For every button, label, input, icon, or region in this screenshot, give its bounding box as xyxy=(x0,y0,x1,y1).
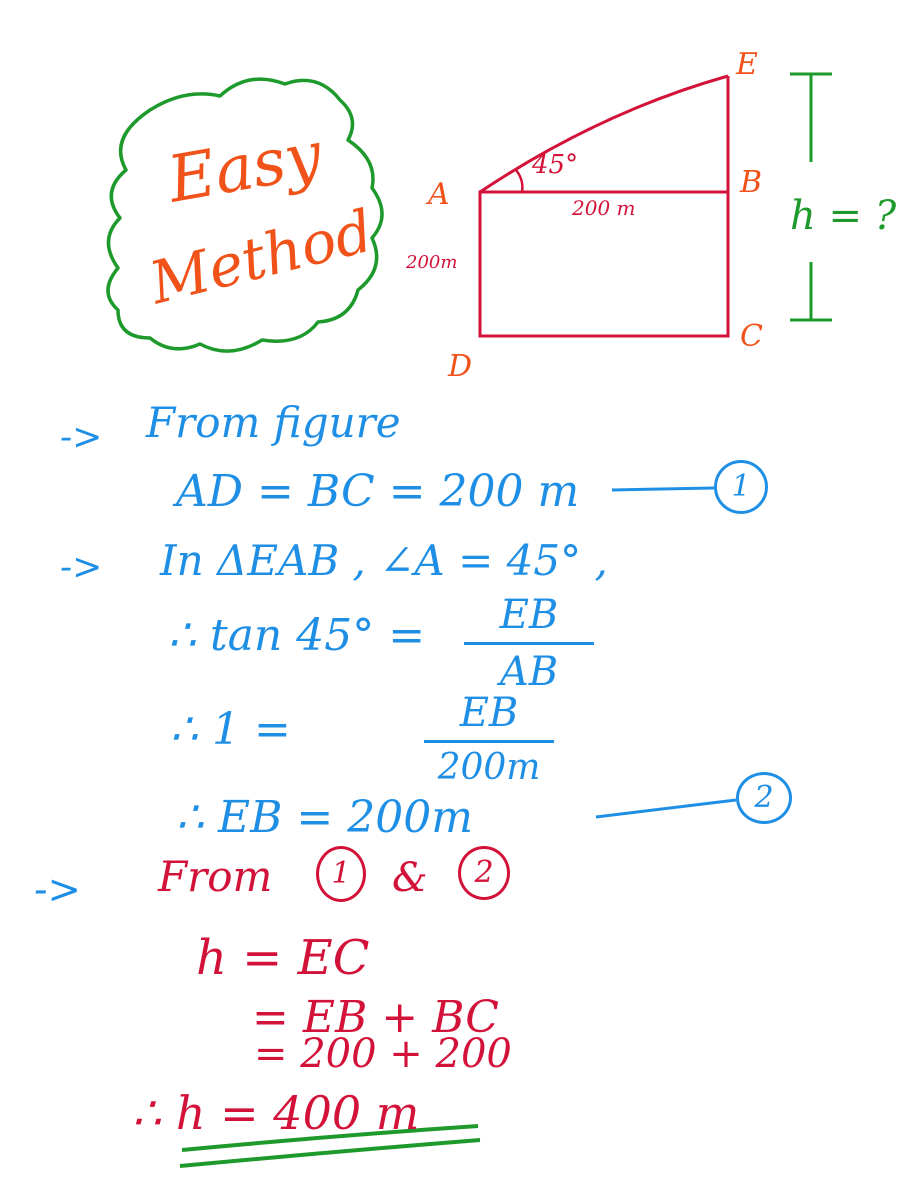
rectangle-abcd xyxy=(478,190,730,338)
tan-fraction: EB AB xyxy=(464,592,594,695)
point-label-b: B xyxy=(740,165,763,200)
one-fraction-bar xyxy=(424,740,554,743)
result-line-3: = 200 + 200 xyxy=(254,1031,512,1077)
final-answer: ∴ h = 400 m xyxy=(132,1086,420,1140)
ref-circle-step3-1: 1 xyxy=(316,846,366,902)
answer-underline-1 xyxy=(181,1124,479,1152)
tan-numerator: EB xyxy=(499,592,559,638)
ref-line-2 xyxy=(595,798,737,819)
step1-equation: AD = BC = 200 m xyxy=(176,466,580,517)
result-line-1: h = EC xyxy=(196,930,370,986)
height-label: h = ? xyxy=(790,193,897,239)
step3-ampersand: & xyxy=(392,855,428,901)
ab-length-label: 200 m xyxy=(572,196,636,220)
one-numerator: EB xyxy=(459,690,519,736)
angle-arc xyxy=(515,169,524,193)
step3-from: From xyxy=(158,852,273,901)
step3-arrow: -> xyxy=(34,867,82,913)
eb-result: ∴ EB = 200m xyxy=(176,792,473,843)
angle-label: 45° xyxy=(532,150,579,180)
answer-underline-2 xyxy=(179,1138,481,1168)
ref-circle-step3-1-label: 1 xyxy=(331,856,351,891)
step1-arrow: -> xyxy=(60,417,103,458)
result-line-2: = EB + BC xyxy=(252,992,499,1043)
step2-arrow: -> xyxy=(60,547,103,588)
ref-circle-1: 1 xyxy=(714,460,768,514)
one-denominator: 200m xyxy=(437,747,541,788)
step1-heading: From figure xyxy=(146,398,401,447)
cloud-outline xyxy=(106,77,384,353)
tan-fraction-bar xyxy=(464,642,594,645)
point-label-e: E xyxy=(736,47,758,82)
ref-line-1 xyxy=(611,486,715,492)
one-lhs: ∴ 1 = xyxy=(170,704,291,755)
ad-length-label: 200m xyxy=(406,252,458,273)
tan-denominator: AB xyxy=(499,649,559,695)
ref-circle-step3-2: 2 xyxy=(458,846,510,900)
one-fraction: EB 200m xyxy=(424,690,554,788)
point-label-a: A xyxy=(428,177,450,212)
tan-lhs: ∴ tan 45° = xyxy=(168,610,426,661)
ref-circle-step3-2-label: 2 xyxy=(474,855,494,890)
point-label-d: D xyxy=(448,349,473,384)
ref-circle-2: 2 xyxy=(736,772,792,824)
point-label-c: C xyxy=(740,319,763,354)
ref-circle-1-label: 1 xyxy=(731,469,751,504)
segment-ae xyxy=(479,74,729,194)
step2-heading: In ΔEAB , ∠A = 45° , xyxy=(160,536,608,585)
ref-circle-2-label: 2 xyxy=(754,780,774,815)
